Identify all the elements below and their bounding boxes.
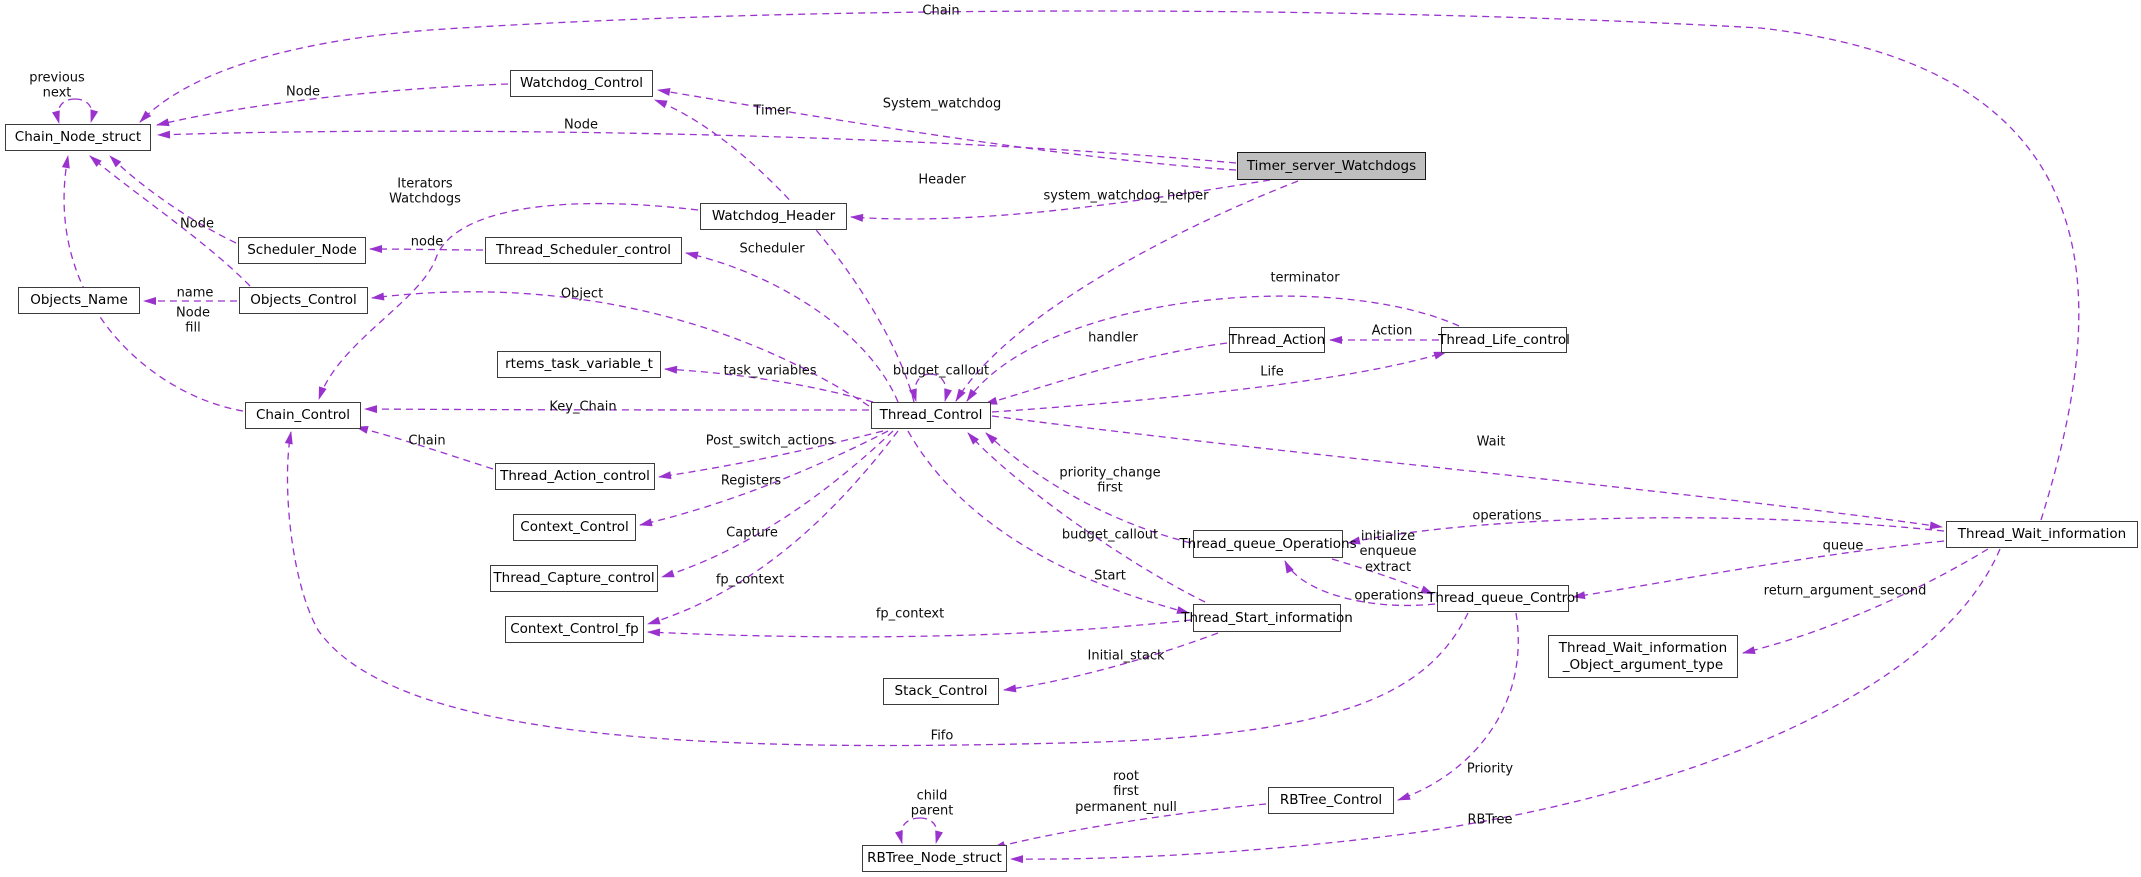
edge-thread_control-to-chain_control	[364, 405, 870, 414]
node-thread_wait_information[interactable]: Thread_Wait_information	[1946, 521, 2138, 548]
node-watchdog_control[interactable]: Watchdog_Control	[510, 70, 653, 97]
node-scheduler_node[interactable]: Scheduler_Node	[238, 237, 366, 264]
edge-timer_server_watchdogs-to-watchdog_control	[657, 88, 1237, 171]
edge-thread_wait_information-to-rbtree_node_struct	[1010, 548, 2001, 864]
edge-thread_action-to-thread_control	[984, 342, 1228, 405]
edge-thread_start_information-to-context_control_fp	[647, 619, 1192, 638]
edge-thread_life_control-to-thread_control	[966, 295, 1460, 402]
node-context_control_fp[interactable]: Context_Control_fp	[505, 616, 644, 643]
node-thread_capture_control[interactable]: Thread_Capture_control	[490, 565, 658, 592]
edge-rbtree_control-to-rbtree_node_struct	[992, 803, 1267, 849]
node-objects_name[interactable]: Objects_Name	[18, 287, 140, 314]
edge-thread_control-to-thread_start_information	[907, 430, 1190, 614]
edge-thread_start_information-to-stack_control	[1003, 632, 1219, 693]
edge-thread_queue_operations-to-thread_queue_control	[1331, 558, 1434, 595]
node-thread_action_control[interactable]: Thread_Action_control	[495, 463, 655, 490]
edge-watchdog_control-to-chain_node_struct	[156, 83, 509, 127]
edge-chain_node_struct-to-chain_node_struct	[52, 98, 76, 124]
node-thread_queue_control[interactable]: Thread_queue_Control	[1427, 585, 1579, 612]
edge-timer_server_watchdogs-to-chain_node_struct	[157, 130, 1237, 164]
edge-thread_control-to-context_control	[639, 430, 889, 527]
node-thread_queue_operations[interactable]: Thread_queue_Operations	[1179, 530, 1357, 558]
node-chain_node_struct[interactable]: Chain_Node_struct	[5, 124, 151, 151]
edge-scheduler_node-to-chain_node_struct	[109, 155, 237, 244]
edge-thread_control-to-thread_control	[909, 373, 931, 402]
edge-thread_scheduler_control-to-scheduler_node	[369, 245, 484, 254]
node-rtems_task_variable_t[interactable]: rtems_task_variable_t	[497, 351, 661, 378]
edge-watchdog_header-to-chain_control	[318, 202, 699, 400]
node-objects_control[interactable]: Objects_Control	[239, 287, 368, 314]
edge-thread_wait_information-to-thread_queue_operations	[1347, 517, 1945, 545]
edge-objects_control-to-chain_node_struct	[89, 155, 251, 287]
node-context_control[interactable]: Context_Control	[513, 514, 636, 541]
edge-thread_control-to-thread_scheduler_control	[685, 251, 899, 403]
edge-thread_wait_information-to-thread_queue_control	[1572, 540, 1945, 600]
edge-timer_server_watchdogs-to-watchdog_header	[850, 179, 1271, 222]
node-stack_control[interactable]: Stack_Control	[883, 678, 999, 705]
edge-rbtree_node_struct-to-rbtree_node_struct	[919, 817, 943, 844]
node-twi_object_argument_type[interactable]: Thread_Wait_information _Object_argument…	[1548, 635, 1738, 678]
node-thread_life_control[interactable]: Thread_Life_control	[1438, 327, 1570, 353]
edge-thread_start_information-to-thread_control	[967, 432, 1206, 603]
edge-thread_control-to-thread_wait_information	[991, 415, 1943, 530]
edge-thread_queue_control-to-rbtree_control	[1397, 612, 1519, 801]
edge-thread_queue_control-to-thread_queue_operations	[1284, 560, 1436, 607]
edge-chain_control-to-chain_node_struct	[61, 155, 244, 412]
edge-thread_control-to-rtems_task_variable_t	[664, 365, 874, 403]
edge-timer_server_watchdogs-to-thread_control	[955, 180, 1299, 402]
node-rbtree_node_struct[interactable]: RBTree_Node_struct	[862, 845, 1007, 872]
edge-thread_control-to-objects_control	[371, 291, 870, 407]
node-watchdog_header[interactable]: Watchdog_Header	[700, 203, 847, 230]
edge-thread_control-to-thread_action_control	[658, 430, 884, 480]
edge-chain_node_struct-to-chain_node_struct	[74, 98, 99, 123]
edge-thread_control-to-thread_capture_control	[661, 430, 894, 578]
edge-rbtree_node_struct-to-rbtree_node_struct	[895, 817, 921, 844]
edge-thread_wait_information-to-twi_object_argument_type	[1742, 548, 1989, 655]
edge-thread_control-to-context_control_fp	[647, 430, 899, 625]
edge-thread_wait_information-to-chain_node_struct	[139, 10, 2080, 521]
edge-thread_queue_operations-to-thread_control	[985, 432, 1192, 544]
node-thread_control[interactable]: Thread_Control	[871, 402, 991, 429]
edge-thread_queue_control-to-chain_control	[284, 431, 1469, 747]
node-timer_server_watchdogs[interactable]: Timer_server_Watchdogs	[1237, 152, 1426, 180]
edge-thread_control-to-watchdog_control	[654, 99, 915, 403]
node-thread_action[interactable]: Thread_Action	[1229, 327, 1325, 353]
edge-thread_action_control-to-chain_control	[355, 426, 494, 470]
node-thread_scheduler_control[interactable]: Thread_Scheduler_control	[485, 237, 682, 264]
edge-thread_control-to-thread_control	[929, 373, 952, 402]
node-thread_start_information[interactable]: Thread_Start_information	[1181, 604, 1353, 632]
edge-thread_control-to-thread_life_control	[991, 351, 1447, 413]
node-chain_control[interactable]: Chain_Control	[245, 402, 361, 429]
node-rbtree_control[interactable]: RBTree_Control	[1268, 787, 1394, 814]
